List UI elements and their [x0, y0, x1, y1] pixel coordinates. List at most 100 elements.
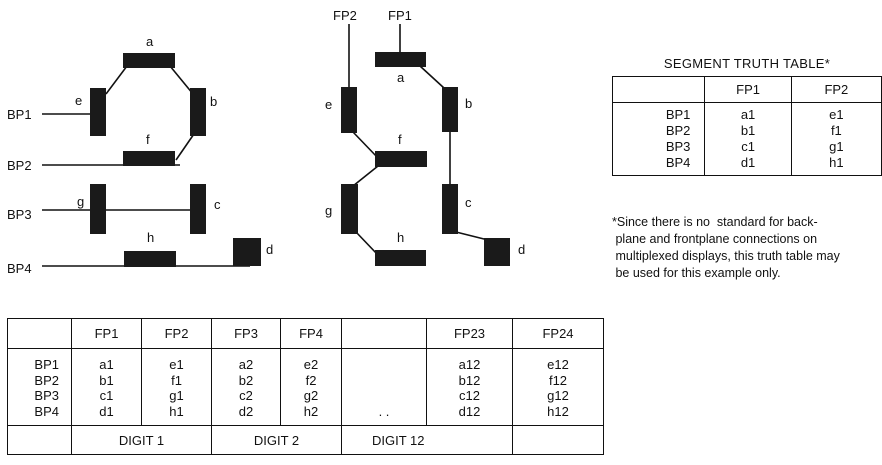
digit-footer-empty: [7, 425, 72, 455]
digit-header-empty: [7, 318, 72, 349]
left-bp1-label: BP1: [7, 107, 32, 122]
wire-e-f-right: [352, 131, 379, 159]
truth-header-empty: [611, 76, 706, 103]
right-segment-c: [442, 184, 458, 234]
digit-row-bp1: BP1: [34, 357, 59, 372]
wire-g-h-right: [355, 231, 379, 256]
digit-header-fp24: FP24: [512, 318, 604, 349]
right-seg-label-d: d: [518, 242, 525, 257]
digit-header-fp2: FP2: [141, 318, 212, 349]
digit-frontplane-table: FP1 FP2 FP3 FP4 FP23 FP24 BP1 BP2 BP3 BP…: [7, 318, 604, 455]
segment-truth-table: FP1 FP2 BP1 BP2 BP3 BP4 a1 b1 c1 d1 e1 f…: [611, 76, 882, 176]
left-bp3-label: BP3: [7, 207, 32, 222]
digit-header-fp3: FP3: [211, 318, 281, 349]
left-seg-label-c: c: [214, 197, 221, 212]
left-seg-label-e: e: [75, 93, 82, 108]
digit-cell: h12: [547, 403, 569, 419]
left-digit: BP1 BP2 BP3 BP4 a b c d e f g h: [7, 34, 273, 276]
digit-cell: h1: [169, 403, 184, 419]
truth-cell: h1: [829, 155, 844, 170]
truth-cell: b1: [740, 123, 756, 138]
left-seg-label-d: d: [266, 242, 273, 257]
right-segment-a: [375, 52, 426, 67]
digit-col-fp24: e12 f12 g12 h12: [512, 348, 604, 426]
truth-header-fp1: FP1: [704, 76, 792, 103]
truth-header-fp2: FP2: [790, 76, 882, 103]
fp2-label: FP2: [333, 8, 357, 23]
digit-col-fp3: a2 b2 c2 d2: [211, 348, 281, 426]
digit-cell: a2: [238, 357, 254, 372]
digit-cell: f2: [305, 372, 317, 388]
left-segment-a: [123, 53, 175, 68]
left-bp2-label: BP2: [7, 158, 32, 173]
digit-header-fp23: FP23: [426, 318, 513, 349]
fp1-label: FP1: [388, 8, 412, 23]
truth-cell: a1: [740, 107, 756, 122]
digit-cell: d2: [238, 403, 254, 419]
left-seg-label-f: f: [146, 132, 150, 147]
right-seg-label-f: f: [398, 132, 402, 147]
digit-cell: g1: [169, 388, 184, 403]
digit-cell: f1: [171, 372, 182, 388]
digit-header-gap: [341, 318, 427, 349]
digit-row-bp2: BP2: [34, 372, 59, 388]
digit-cell: d12: [458, 403, 481, 419]
truth-row-bp4: BP4: [665, 155, 691, 170]
truth-row-bp2: BP2: [665, 123, 691, 138]
right-seg-label-h: h: [397, 230, 404, 245]
digit-cell: c1: [99, 388, 114, 403]
right-segment-g: [341, 184, 358, 234]
digit-cell: g12: [547, 388, 569, 403]
digit-cell: c12: [459, 388, 480, 403]
right-segment-f: [375, 151, 427, 167]
left-segment-f: [123, 151, 175, 166]
digit-row-bp4: BP4: [34, 403, 59, 419]
left-segment-b: [190, 88, 206, 136]
truth-cell: e1: [829, 107, 844, 122]
right-segment-d: [484, 238, 510, 266]
digit-cell: e1: [169, 357, 184, 372]
ellipsis: . .: [378, 404, 390, 419]
digit-col-fp2: e1 f1 g1 h1: [141, 348, 212, 426]
right-seg-label-e: e: [325, 97, 332, 112]
left-seg-label-a: a: [146, 34, 154, 49]
wire-c-d-right: [455, 231, 489, 241]
digit-12-label: DIGIT 12: [341, 425, 513, 455]
digit-cell: b2: [238, 372, 254, 388]
left-segment-c: [190, 184, 206, 234]
truth-col-fp1: a1 b1 c1 d1: [704, 102, 792, 176]
wire-f-g-right: [352, 165, 379, 187]
digit-col-fp4: e2 f2 g2 h2: [280, 348, 342, 426]
digit-1-label: DIGIT 1: [71, 425, 212, 455]
digit-cell: e2: [303, 357, 319, 372]
truth-table-title: SEGMENT TRUTH TABLE*: [663, 56, 831, 71]
right-digit: FP2 FP1 a b c d e f g h: [325, 8, 525, 266]
truth-cell: c1: [741, 139, 755, 154]
left-segment-h: [124, 251, 176, 267]
truth-cell: f1: [830, 123, 842, 138]
digit-cell: d1: [99, 403, 114, 419]
digit-cell: g2: [303, 388, 319, 403]
truth-cell: d1: [740, 155, 756, 170]
left-seg-label-h: h: [147, 230, 154, 245]
truth-row-bp3: BP3: [665, 139, 691, 154]
wire-e-a: [105, 65, 128, 95]
right-seg-label-c: c: [465, 195, 472, 210]
wire-a-b: [169, 65, 194, 95]
left-segment-d: [233, 238, 261, 266]
right-seg-label-a: a: [397, 70, 405, 85]
digit-cell: e12: [547, 357, 569, 372]
left-seg-label-b: b: [210, 94, 217, 109]
digit-cell: b1: [99, 372, 114, 388]
digit-col-fp23: a12 b12 c12 d12: [426, 348, 513, 426]
digit-cell: h2: [303, 403, 319, 419]
right-segment-h: [375, 250, 426, 266]
digit-cell: a12: [458, 357, 481, 372]
digit-row-labels: BP1 BP2 BP3 BP4: [7, 348, 72, 426]
right-segment-b: [442, 87, 458, 132]
truth-row-labels: BP1 BP2 BP3 BP4: [611, 102, 706, 176]
left-segment-g: [90, 184, 106, 234]
digit-cell: b12: [458, 372, 481, 388]
digit-header-fp1: FP1: [71, 318, 142, 349]
